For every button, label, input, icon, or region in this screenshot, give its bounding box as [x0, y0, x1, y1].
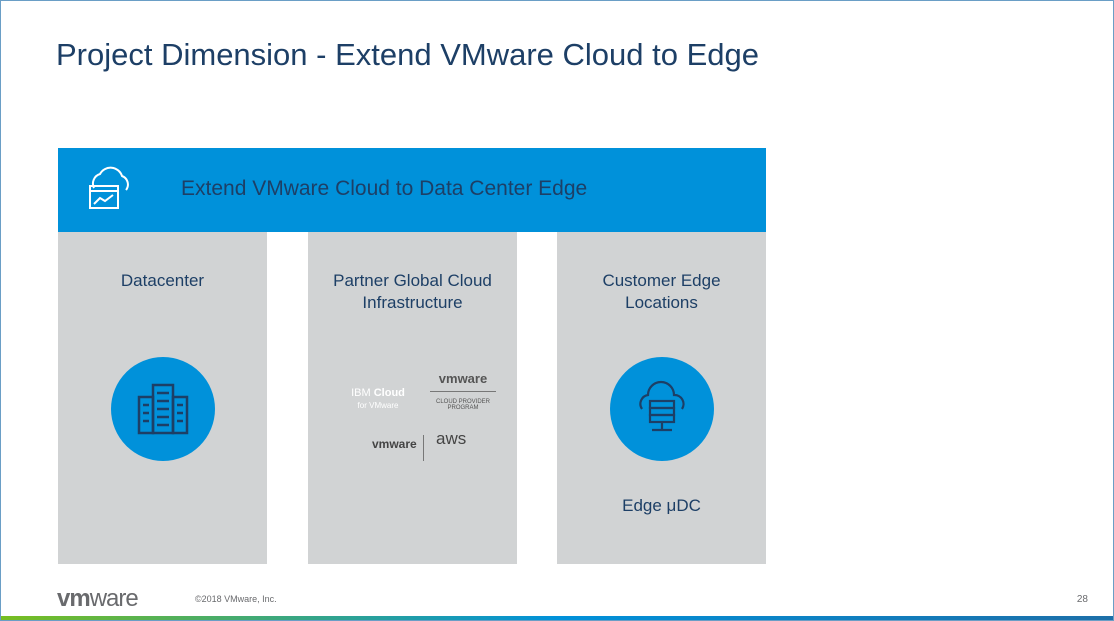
- column-title: Customer Edge Locations: [602, 271, 721, 312]
- logo-vm: vm: [57, 585, 91, 612]
- footer-gradient-bar: [1, 616, 1113, 620]
- banner: Extend VMware Cloud to Data Center Edge: [58, 148, 766, 232]
- vmware-footer-logo: vmware: [57, 585, 139, 613]
- column-customer-edge: Customer Edge Locations Edge μDC: [557, 232, 766, 564]
- partner-logos: IBM Cloud for VMware vmware CLOUD PROVIDE…: [308, 367, 517, 467]
- vmware-logo-2: vmware: [372, 435, 424, 461]
- slide-title: Project Dimension - Extend VMware Cloud …: [56, 37, 759, 72]
- ibm-logo: IBM: [351, 387, 371, 399]
- column-datacenter: Datacenter: [58, 232, 267, 564]
- column-title: Partner Global Cloud Infrastructure: [333, 271, 492, 312]
- cloud-server-icon: [610, 357, 714, 461]
- page-number: 28: [1076, 594, 1088, 605]
- ibm-logo-sub: for VMware: [357, 401, 399, 410]
- vmware-logo: vmware: [430, 371, 496, 392]
- edge-udc-label: Edge μDC: [622, 496, 701, 515]
- aws-logo: aws: [436, 429, 467, 448]
- logo-ware: ware: [89, 585, 139, 612]
- ibm-logo-cloud: Cloud: [373, 387, 405, 399]
- column-title: Datacenter: [120, 271, 205, 290]
- cloud-dashboard-icon: [89, 166, 129, 209]
- vcpp-text-2: PROGRAM: [447, 405, 479, 411]
- banner-text: Extend VMware Cloud to Data Center Edge: [181, 177, 588, 200]
- column-partner-cloud: Partner Global Cloud Infrastructure IBM …: [308, 232, 517, 564]
- vcpp-text: CLOUD PROVIDER: [435, 399, 490, 405]
- copyright: ©2018 VMware, Inc.: [195, 594, 277, 604]
- building-icon: [111, 357, 215, 461]
